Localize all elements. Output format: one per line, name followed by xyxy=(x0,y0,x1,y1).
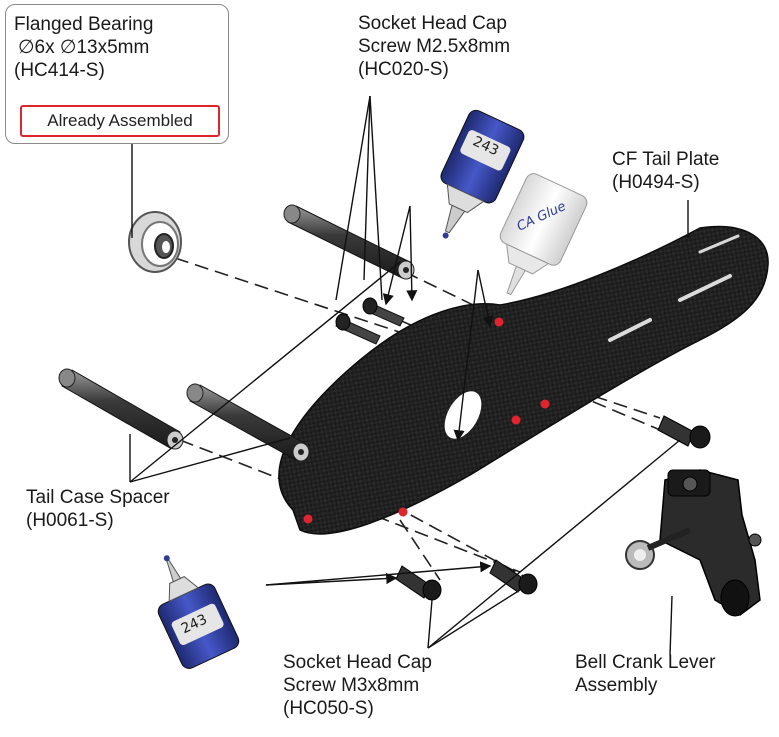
cap-screw-m2-5-part xyxy=(335,297,405,345)
bell-crank-callout: Bell Crank Lever Assembly xyxy=(575,651,715,697)
plate-slot xyxy=(698,234,740,254)
plate-slot xyxy=(608,318,652,342)
cap-screw-m3-code: (HC050-S) xyxy=(283,698,374,719)
flanged-bearing-name: Flanged Bearing xyxy=(14,14,154,35)
cf-tail-plate xyxy=(278,225,769,535)
cap-screw-m3-callout: Socket Head Cap Screw M3x8mm (HC050-S) xyxy=(283,651,432,720)
glue-arrows xyxy=(265,205,494,586)
bell-crank-name: Bell Crank Lever xyxy=(575,652,716,673)
cap-screw-m2-5-code: (HC020-S) xyxy=(358,59,449,80)
threadlock-bottle-top-part xyxy=(440,109,525,239)
cap-screw-m3-size: Screw M3x8mm xyxy=(283,675,420,696)
cap-screw-m3-part xyxy=(395,415,711,601)
flanged-bearing-code: (HC414-S) xyxy=(14,60,105,81)
cap-screw-m2-5-size: Screw M2.5x8mm xyxy=(358,36,511,57)
threadlock-bottle-bottom-part xyxy=(157,555,240,669)
tail-plate-callout: CF Tail Plate (H0494-S) xyxy=(612,148,719,194)
plate-center-cutout xyxy=(444,391,482,439)
bell-crank-sub: Assembly xyxy=(575,675,658,696)
tail-case-spacer-part xyxy=(58,368,184,450)
tail-case-spacer-name: Tail Case Spacer xyxy=(26,487,170,508)
plate-slot xyxy=(678,274,732,302)
tail-case-spacer-code: (H0061-S) xyxy=(26,510,114,531)
ca-glue-bottle-part xyxy=(499,173,588,296)
glue-holes xyxy=(303,317,550,524)
leader-lines xyxy=(129,95,689,656)
already-assembled-badge: Already Assembled xyxy=(20,105,220,137)
tail-plate-code: (H0494-S) xyxy=(612,172,700,193)
cap-screw-m2-5-name: Socket Head Cap xyxy=(358,13,507,34)
tail-plate-name: CF Tail Plate xyxy=(612,149,720,170)
cap-screw-m3-name: Socket Head Cap xyxy=(283,652,432,673)
cap-screw-m2-5-callout: Socket Head Cap Screw M2.5x8mm (HC020-S) xyxy=(358,12,510,81)
flanged-bearing-size: ∅6x ∅13x5mm xyxy=(18,37,150,58)
bell-crank-lever-part xyxy=(625,469,762,617)
tail-case-spacer-callout: Tail Case Spacer (H0061-S) xyxy=(26,486,170,532)
flanged-bearing-callout: Flanged Bearing ∅6x ∅13x5mm (HC414-S) Al… xyxy=(5,4,229,144)
flanged-bearing-part xyxy=(128,211,182,273)
